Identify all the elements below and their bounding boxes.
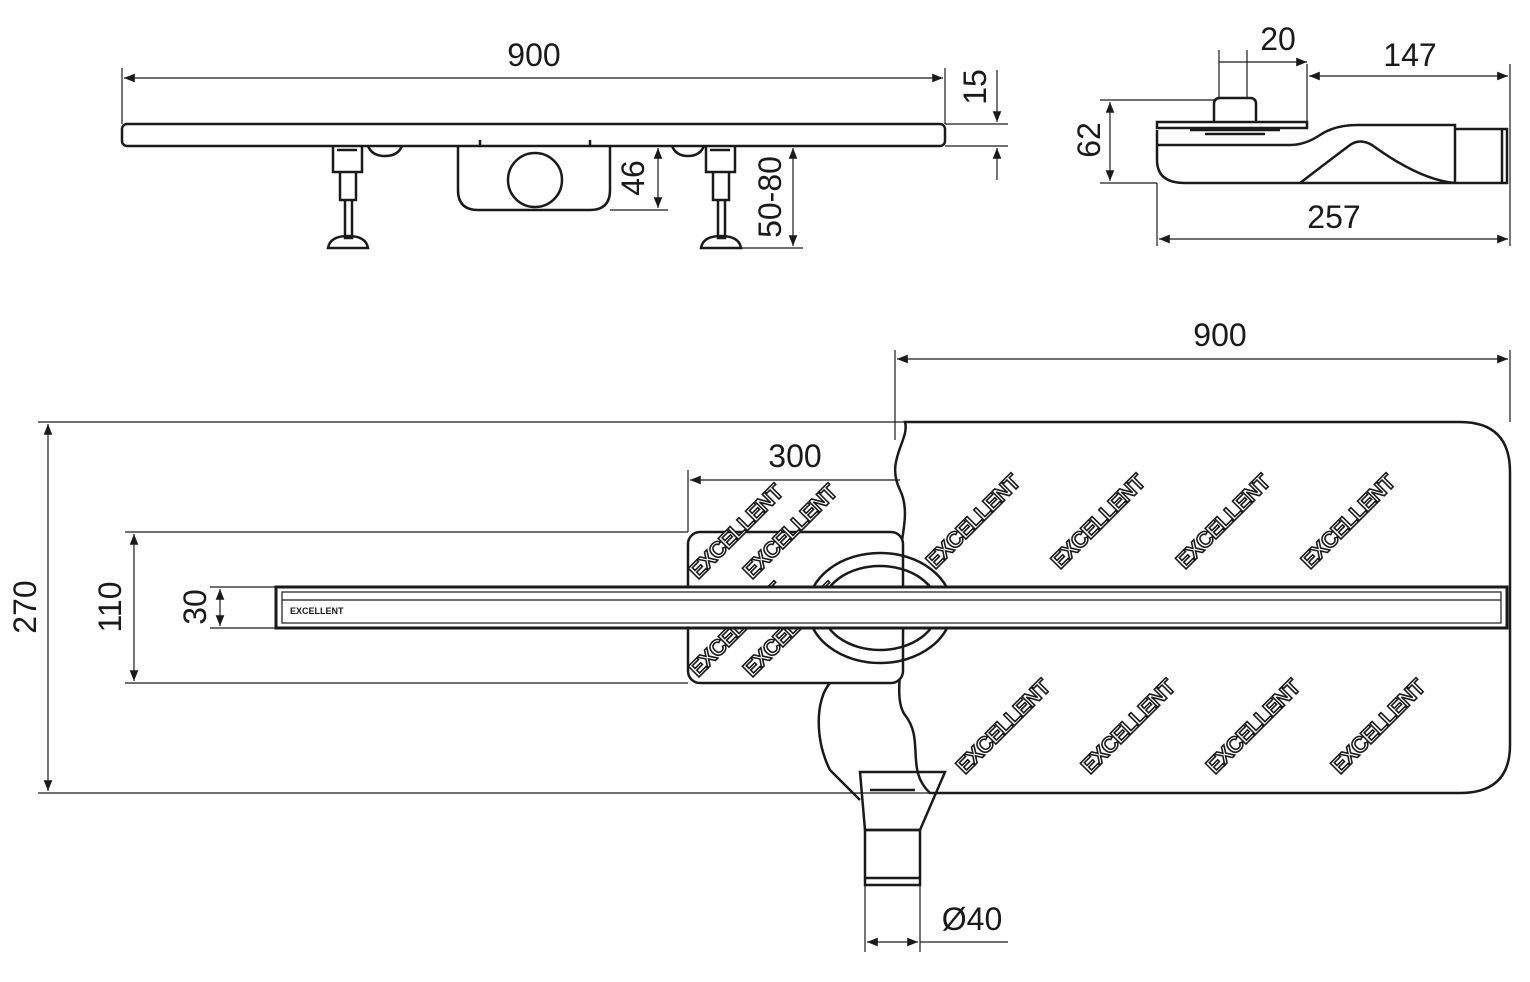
membrane-width-label: 270 — [7, 580, 43, 633]
total-length-label: 257 — [1307, 199, 1360, 235]
outlet-length-label: 147 — [1383, 37, 1436, 73]
grate-handle — [1212, 96, 1258, 122]
outlet-diameter-label: Ø40 — [942, 901, 1002, 937]
top-length-label: 900 — [507, 37, 560, 73]
channel-width-label: 30 — [177, 589, 213, 625]
grate-width-label: 20 — [1260, 21, 1296, 57]
foot-height-label: 50-80 — [752, 156, 788, 238]
watermark-text: EXCELLENT — [921, 469, 1026, 574]
watermark-text: EXCELLENT — [1296, 469, 1401, 574]
drain-body — [456, 140, 612, 212]
watermark-text: EXCELLENT — [1201, 674, 1306, 779]
watermark-text: EXCELLENT — [1076, 674, 1181, 779]
membrane-length-label: 900 — [1193, 317, 1246, 353]
watermark-text: EXCELLENT — [1171, 469, 1276, 574]
channel-logo: EXCELLENT — [290, 606, 344, 616]
grate — [1155, 120, 1309, 130]
side-height-label: 62 — [1071, 122, 1107, 158]
watermark-text: EXCELLENT — [951, 674, 1056, 779]
top-elevation-view: 900 15 46 50-80 — [120, 37, 1008, 250]
adjustable-foot-right — [670, 145, 743, 250]
adjustable-foot-left — [326, 145, 404, 250]
side-section-view: 20 147 62 257 — [1071, 21, 1511, 246]
fleece-width-label: 110 — [92, 581, 128, 632]
drain-height-label: 46 — [615, 160, 651, 196]
drain-channel: EXCELLENT — [274, 585, 1509, 630]
fleece-length-label: 300 — [768, 438, 821, 474]
watermark-text: EXCELLENT — [1046, 469, 1151, 574]
drain-plate — [120, 122, 947, 148]
outlet-funnel — [858, 770, 947, 887]
thickness-label: 15 — [957, 69, 993, 105]
watermark-text: EXCELLENT — [1326, 674, 1431, 779]
